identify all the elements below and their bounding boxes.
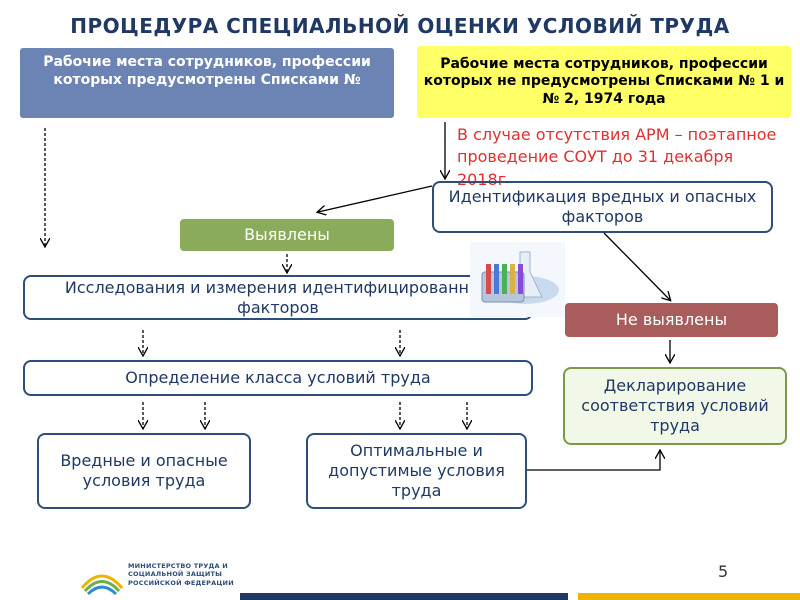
footer-bar-accent bbox=[578, 593, 800, 600]
ministry-logo-icon bbox=[80, 560, 124, 596]
harmful-conditions-box: Вредные и опасные условия труда bbox=[37, 433, 251, 509]
listed-workplaces-box: Рабочие места сотрудников, профессии кот… bbox=[20, 48, 394, 118]
declaration-box: Декларирование соответствия условий труд… bbox=[563, 367, 787, 445]
ministry-name: МИНИСТЕРСТВО ТРУДА И СОЦИАЛЬНОЙ ЗАЩИТЫ Р… bbox=[128, 562, 234, 587]
page-number: 5 bbox=[718, 562, 729, 581]
identification-box: Идентификация вредных и опасных факторов bbox=[432, 181, 773, 233]
page-title: ПРОЦЕДУРА СПЕЦИАЛЬНОЙ ОЦЕНКИ УСЛОВИЙ ТРУ… bbox=[70, 14, 730, 38]
optimal-conditions-box: Оптимальные и допустимые условия труда bbox=[306, 433, 527, 509]
connector-identification-to-identified bbox=[318, 185, 433, 212]
unlisted-workplaces-box: Рабочие места сотрудников, профессии кот… bbox=[417, 46, 791, 118]
not-identified-label: Не выявлены bbox=[565, 303, 778, 337]
research-box: Исследования и измерения идентифицирован… bbox=[23, 275, 533, 320]
footer-bar bbox=[240, 593, 568, 600]
connector-optimal-to-declaration bbox=[527, 451, 660, 471]
arm-note: В случае отсутствия АРМ – поэтапное пров… bbox=[457, 125, 777, 189]
class-determination-box: Определение класса условий труда bbox=[23, 360, 533, 396]
lab-flasks-illustration bbox=[470, 242, 565, 317]
connector-identification-to-not-identified bbox=[603, 232, 670, 300]
identified-label: Выявлены bbox=[180, 219, 394, 251]
